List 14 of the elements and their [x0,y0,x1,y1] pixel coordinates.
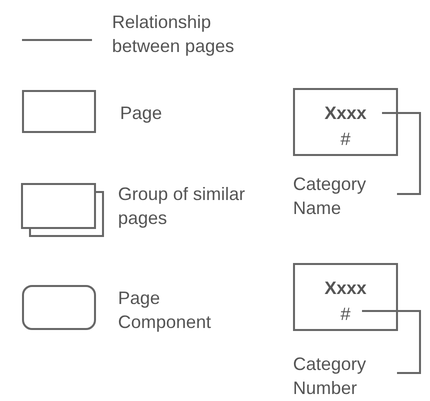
category-name-text: Xxxx [324,102,367,125]
legend-text: Group of similar pages [118,183,246,230]
category-name-text: Xxxx [324,277,367,300]
annotation-text: Category Name [293,172,393,220]
annotation-text: Category Number [293,352,393,400]
legend-text: Page Component [118,287,212,334]
category-box [293,88,398,156]
legend-text: Page [120,102,164,125]
category-box [293,263,398,331]
category-number-text: # [340,128,350,151]
legend-text: Relationship between pages [112,11,236,58]
leader-line [362,310,421,374]
category-number-text: # [340,303,350,326]
leader-line [382,112,421,195]
